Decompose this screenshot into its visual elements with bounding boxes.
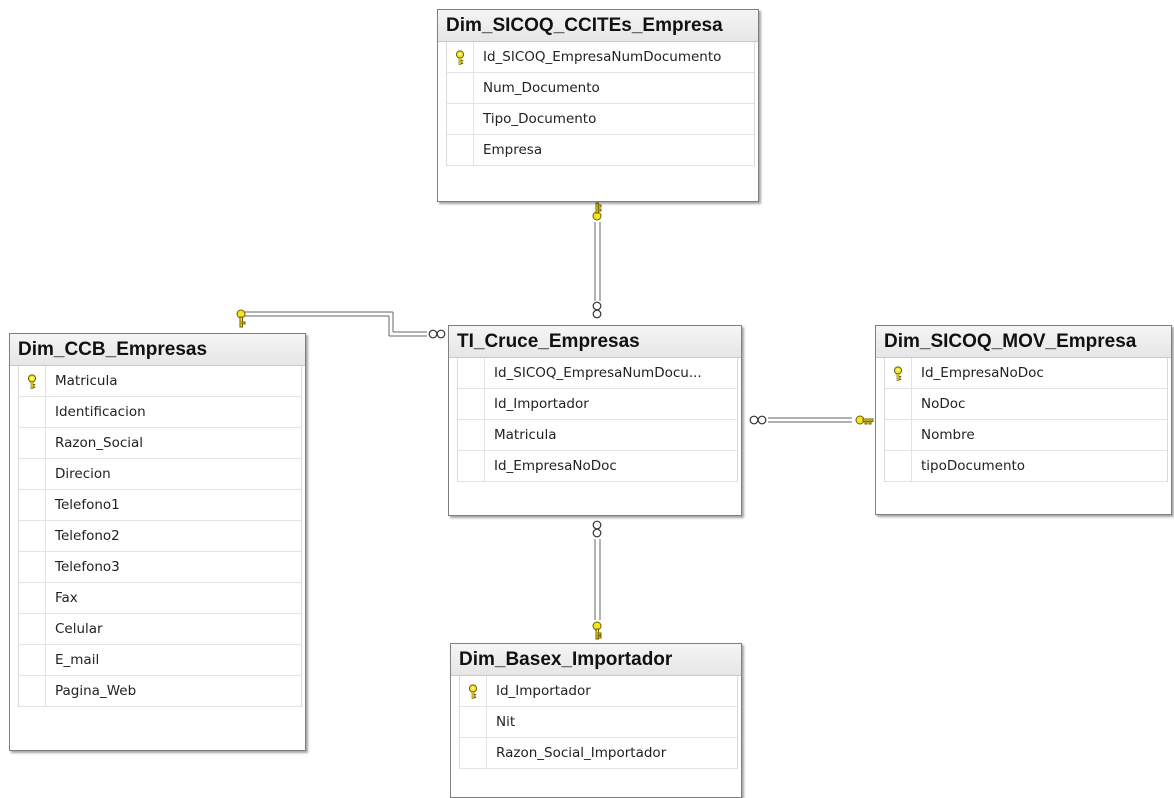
row-selector [19, 428, 46, 458]
table-dim-sicoq-ccites-empresa[interactable]: Dim_SICOQ_CCITEs_Empresa Id_SICOQ_Empres… [437, 9, 759, 202]
table-footer [10, 707, 305, 729]
column-row[interactable]: Direcion [19, 459, 301, 490]
column-row[interactable]: Telefono2 [19, 521, 301, 552]
row-selector [460, 676, 487, 706]
column-row[interactable]: Matricula [458, 420, 737, 451]
row-selector [447, 104, 474, 134]
row-selector [458, 451, 485, 481]
column-row[interactable]: Matricula [19, 366, 301, 397]
column-row[interactable]: Tipo_Documento [447, 104, 754, 135]
table-title: Dim_SICOQ_MOV_Empresa [876, 326, 1171, 358]
table-footer [451, 769, 741, 791]
infinity-icon [428, 329, 446, 339]
row-selector [19, 614, 46, 644]
column-row[interactable]: Razon_Social_Importador [460, 738, 737, 769]
row-selector [447, 42, 474, 72]
column-row[interactable]: Identificacion [19, 397, 301, 428]
primary-key-icon [893, 366, 903, 381]
column-row[interactable]: Fax [19, 583, 301, 614]
table-title: TI_Cruce_Empresas [449, 326, 741, 358]
row-selector [19, 583, 46, 613]
column-row[interactable]: Razon_Social [19, 428, 301, 459]
key-icon [592, 621, 602, 640]
row-selector [19, 459, 46, 489]
key-icon [855, 415, 874, 425]
table-ti-cruce-empresas[interactable]: TI_Cruce_Empresas Id_SICOQ_EmpresaNumDoc… [448, 325, 742, 516]
table-footer [449, 482, 741, 504]
row-selector [885, 358, 912, 388]
table-footer [876, 482, 1171, 504]
table-footer [438, 166, 758, 188]
column-row[interactable]: Id_Importador [458, 389, 737, 420]
infinity-icon [749, 415, 767, 425]
column-row[interactable]: Telefono3 [19, 552, 301, 583]
key-icon [236, 309, 246, 328]
column-row[interactable]: E_mail [19, 645, 301, 676]
column-row[interactable]: Id_EmpresaNoDoc [458, 451, 737, 482]
infinity-icon [592, 301, 602, 319]
row-selector [447, 73, 474, 103]
primary-key-icon [27, 374, 37, 389]
row-selector [885, 389, 912, 419]
row-selector [458, 358, 485, 388]
column-row[interactable]: Pagina_Web [19, 676, 301, 707]
row-selector [19, 521, 46, 551]
column-row[interactable]: Id_Importador [460, 676, 737, 707]
row-selector [19, 676, 46, 706]
row-selector [447, 135, 474, 165]
row-selector [458, 389, 485, 419]
column-row[interactable]: Num_Documento [447, 73, 754, 104]
column-row[interactable]: Telefono1 [19, 490, 301, 521]
row-selector [19, 490, 46, 520]
infinity-icon [592, 520, 602, 538]
key-icon [592, 202, 602, 221]
row-selector [19, 552, 46, 582]
row-selector [885, 451, 912, 481]
column-row[interactable]: Celular [19, 614, 301, 645]
primary-key-icon [455, 50, 465, 65]
table-title: Dim_Basex_Importador [451, 644, 741, 676]
table-title: Dim_SICOQ_CCITEs_Empresa [438, 10, 758, 42]
row-selector [885, 420, 912, 450]
row-selector [460, 707, 487, 737]
column-row[interactable]: Empresa [447, 135, 754, 166]
column-row[interactable]: NoDoc [885, 389, 1167, 420]
row-selector [458, 420, 485, 450]
table-title: Dim_CCB_Empresas [10, 334, 305, 366]
row-selector [19, 645, 46, 675]
row-selector [19, 366, 46, 396]
column-row[interactable]: Id_SICOQ_EmpresaNumDocumento [447, 42, 754, 73]
column-row[interactable]: tipoDocumento [885, 451, 1167, 482]
primary-key-icon [468, 684, 478, 699]
column-row[interactable]: Nombre [885, 420, 1167, 451]
row-selector [19, 397, 46, 427]
column-row[interactable]: Id_EmpresaNoDoc [885, 358, 1167, 389]
column-row[interactable]: Nit [460, 707, 737, 738]
column-row[interactable]: Id_SICOQ_EmpresaNumDocu... [458, 358, 737, 389]
row-selector [460, 738, 487, 768]
